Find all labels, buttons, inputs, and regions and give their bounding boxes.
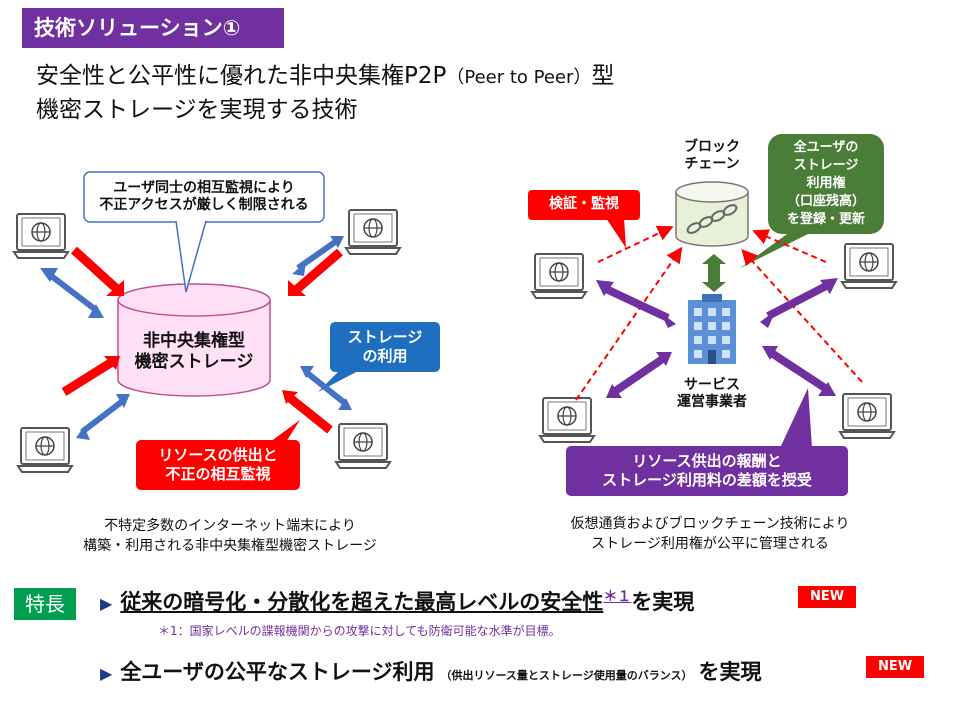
laptop-globe-icon: [841, 243, 897, 289]
headline: 安全性と公平性に優れた非中央集権P2P（Peer to Peer）型 機密ストレ…: [36, 60, 614, 126]
double-arrow-icon: [596, 278, 838, 398]
slide-title: 技術ソリューション①: [22, 8, 284, 48]
headline-end: 型: [591, 63, 615, 89]
feature-item-2-paren: （供出リソース量とストレージ使用量のバランス）: [440, 669, 693, 682]
callout-storage-text: ストレージの利用: [347, 328, 423, 365]
new-badge: NEW: [798, 586, 856, 608]
feature-item-1: ▶ 従来の暗号化・分散化を超えた最高レベルの安全性＊１を実現: [100, 586, 694, 616]
database-icon: [117, 283, 271, 397]
callout-resource-text: リソースの供出と不正の相互監視: [158, 446, 278, 483]
callout-top: [83, 171, 325, 293]
left-caption: 不特定多数のインターネット端末により 構築・利用される非中央集権型機密ストレージ: [83, 518, 377, 554]
laptop-globe-icon: [335, 423, 391, 469]
feature-item-2: ▶ 全ユーザの公平なストレージ利用 （供出リソース量とストレージ使用量のバランス） を…: [100, 656, 762, 686]
feature-item-2-end: を実現: [698, 660, 762, 684]
rights-label: 全ユーザの ストレージ 利用権 （口座残高） を登録・更新: [786, 140, 865, 227]
laptop-globe-icon: [531, 253, 587, 299]
features-label: 特長: [14, 588, 76, 620]
monitor-arrow: [575, 225, 863, 401]
triangle-bullet-icon: ▶: [100, 594, 113, 613]
footnote: ＊1：国家レベルの諜報機関からの攻撃に対しても防衛可能な水準が目標。: [158, 624, 561, 638]
reward-label: リソース供出の報酬とストレージ利用料の差額を授受: [602, 452, 812, 489]
operator-label: サービス運営事業者: [677, 376, 747, 411]
headline-line1: 安全性と公平性に優れた非中央集権P2P: [36, 63, 447, 89]
callout-resource: [136, 420, 300, 490]
feature-item-2-text: 全ユーザの公平なストレージ利用: [120, 660, 435, 684]
double-arrow-icon: [702, 254, 726, 292]
new-badge: NEW: [866, 656, 924, 678]
blockchain-label: ブロックチェーン: [684, 138, 740, 173]
callout-top-text: ユーザ同士の相互監視により不正アクセスが厳しく制限される: [99, 179, 309, 214]
blockchain-icon: [675, 181, 749, 247]
storage-label: 非中央集権型機密ストレージ: [134, 330, 254, 372]
double-arrow-icon: [40, 236, 352, 440]
callout-verify: [528, 190, 640, 248]
laptop-globe-icon: [539, 397, 595, 443]
callout-rights: [740, 134, 884, 268]
feature-item-1-mark: ＊１: [603, 589, 632, 605]
laptop-globe-icon: [17, 427, 73, 473]
triangle-bullet-icon: ▶: [100, 664, 113, 683]
callout-reward: [566, 388, 848, 496]
building-icon: [688, 294, 736, 364]
laptop-globe-icon: [345, 209, 401, 255]
headline-paren: （Peer to Peer）: [446, 67, 592, 88]
feature-item-1-text: 従来の暗号化・分散化を超えた最高レベルの安全性: [120, 590, 604, 614]
laptop-globe-icon: [839, 393, 895, 439]
feature-item-1-end: を実現: [631, 590, 695, 614]
laptop-globe-icon: [13, 213, 69, 259]
right-caption: 仮想通貨およびブロックチェーン技術により ストレージ利用権が公平に管理される: [570, 516, 850, 552]
headline-line2: 機密ストレージを実現する技術: [36, 97, 358, 123]
verify-label: 検証・監視: [549, 196, 619, 213]
